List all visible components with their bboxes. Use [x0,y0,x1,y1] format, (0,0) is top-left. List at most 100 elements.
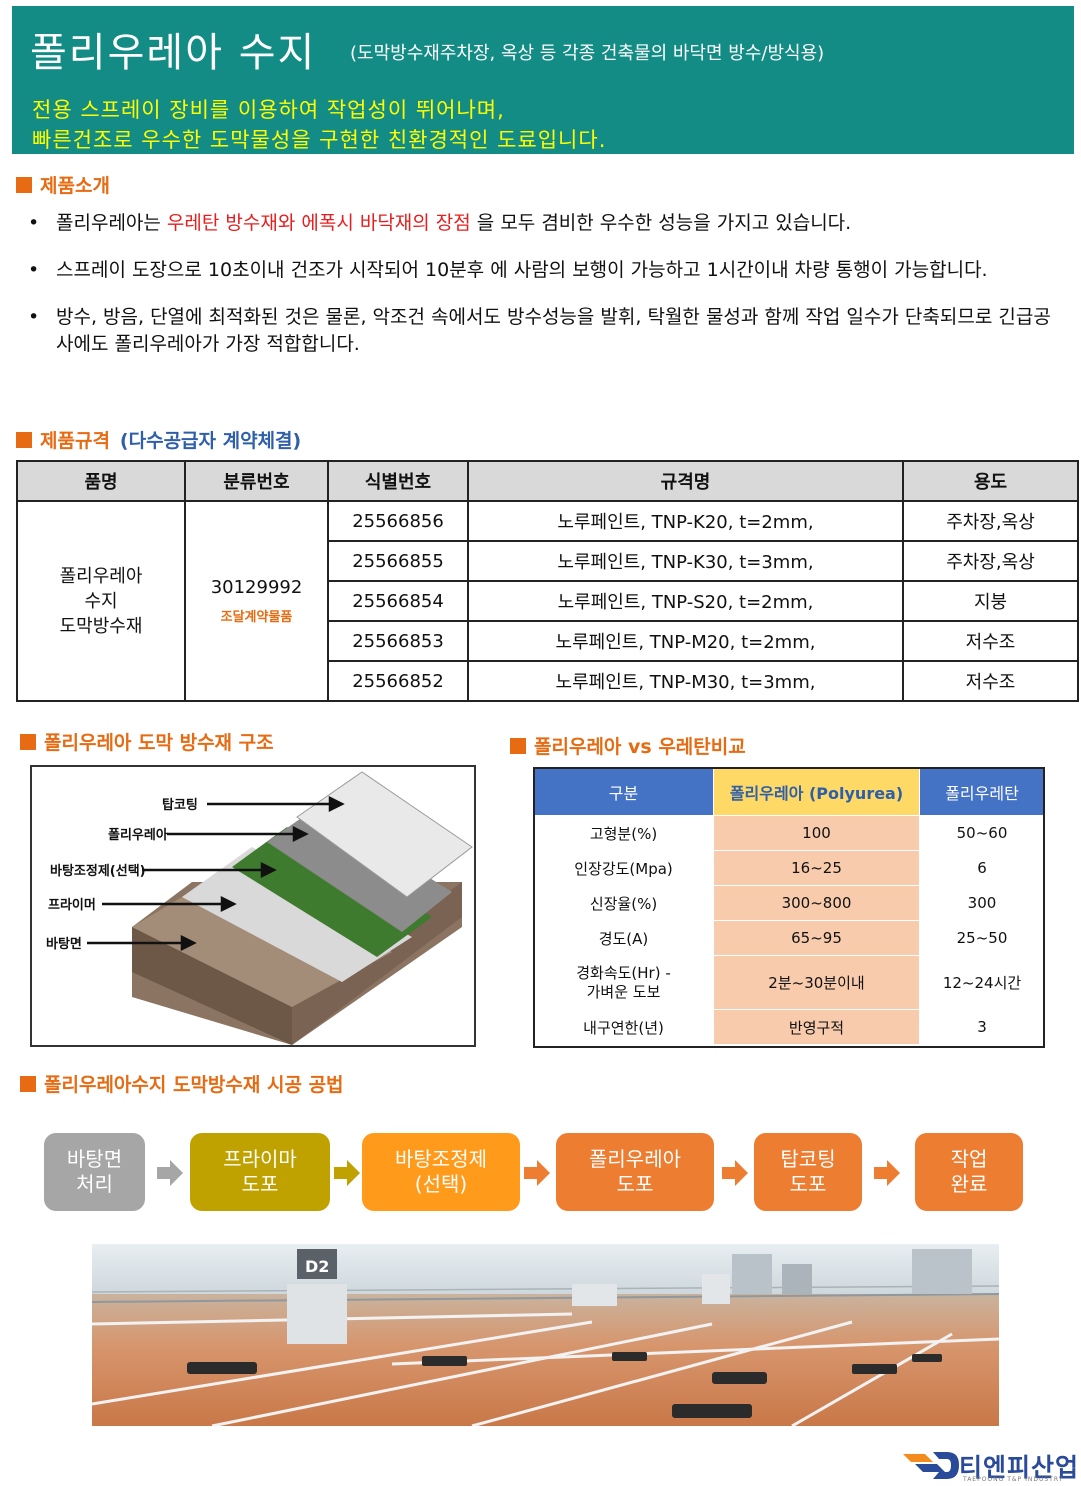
use-cell: 저수조 [902,660,1079,702]
intro-bullet-list: • 폴리우레아는 우레탄 방수재와 에폭시 바닥재의 장점 을 모두 겸비한 우… [28,210,1058,378]
column-header: 식별번호 [327,460,469,502]
layer-labels: 탑코팅 폴리우레아 바탕조정제(선택) 프라이머 바탕면 [46,797,198,952]
process-step: 프라이마 도포 [190,1133,330,1211]
compare-table: 구분 폴리우레아 (Polyurea) 폴리우레탄 고형분(%) 100 50~… [533,767,1045,1045]
bullet-text: 을 모두 겸비한 우수한 성능을 가지고 있습니다. [470,212,852,234]
spec-cell: 노루페인트, TNP-S20, t=2mm, [467,580,904,622]
process-step: 탑코팅 도포 [754,1133,862,1211]
process-step: 바탕조정제 (선택) [362,1133,520,1211]
square-bullet-icon [16,431,32,448]
step-label: 처리 [76,1172,113,1196]
layer-label: 바탕면 [46,936,82,952]
use-cell: 저수조 [902,620,1079,662]
column-header: 규격명 [467,460,904,502]
class-number-cell: 30129992 조달계약물품 [184,500,329,702]
process-step: 폴리우레아 도포 [556,1133,714,1211]
section-heading-intro: 제품소개 [16,171,110,198]
section-heading-text: 제품규격 [40,430,110,452]
spec-cell: 노루페인트, TNP-M30, t=3mm, [467,660,904,702]
label-line: 경화속도(Hr) - [576,963,671,982]
base-side [132,927,292,1045]
polyurea-cell: 65~95 [713,920,920,956]
section-heading-compare: 폴리우레아 vs 우레탄비교 [510,732,746,759]
urethane-cell: 6 [919,850,1045,886]
table-header-row: 품명 분류번호 식별번호 규격명 용도 [16,460,1079,502]
list-item: • 폴리우레아는 우레탄 방수재와 에폭시 바닥재의 장점 을 모두 겸비한 우… [28,210,1058,237]
square-bullet-icon [20,1075,36,1092]
layer-label: 폴리우레아 [108,827,168,843]
class-number: 30129992 [210,577,303,598]
process-step: 작업 완료 [915,1133,1023,1211]
bullet-text: 방수, 방음, 단열에 최적화된 것은 물론, 악조건 속에서도 방수성능을 발… [56,306,1051,355]
polyurea-cell: 100 [713,815,920,851]
layer-label: 바탕조정제(선택) [50,863,146,879]
polyurea-cell: 반영구적 [713,1009,920,1045]
urethane-cell: 300 [919,885,1045,921]
section-heading-note: (다수공급자 계약체결) [119,430,302,452]
tagline-line-1: 전용 스프레이 장비를 이용하여 작업성이 뛰어나며, [32,98,505,122]
label-cell: 경도(A) [533,920,714,956]
id-cell: 25566856 [327,500,469,542]
arrow-right-icon [722,1160,748,1186]
use-cell: 지붕 [902,580,1079,622]
table-row: 경도(A) 65~95 25~50 [533,920,1045,956]
square-bullet-icon [16,176,32,193]
section-heading-text: 폴리우레아수지 도막방수재 시공 공법 [44,1074,344,1096]
product-name-line: 폴리우레아 [59,565,143,587]
polyurea-cell: 2분~30분이내 [713,955,920,1010]
layer-diagram-svg: 탑코팅 폴리우레아 바탕조정제(선택) 프라이머 바탕면 [46,771,473,1045]
step-label: 탑코팅 [780,1147,836,1171]
table-row: 폴리우레아 수지 도막방수재 30129992 조달계약물품 25566856 … [16,500,1079,702]
list-item: • 스프레이 도장으로 10초이내 건조가 시작되어 10분후 에 사람의 보행… [28,257,1058,284]
step-label: 바탕조정제 [395,1147,487,1171]
bullet-text: 폴리우레아는 [56,212,167,234]
highlight-text: 우레탄 방수재와 에폭시 바닥재의 장점 [166,212,471,234]
step-label: (선택) [414,1172,468,1196]
label-line: 가벼운 도보 [586,982,661,1001]
label-cell: 내구연한(년) [533,1009,714,1045]
bullet-icon: • [28,259,40,281]
layer-label: 프라이머 [48,897,96,913]
polyurea-cell: 300~800 [713,885,920,921]
label-cell: 신장율(%) [533,885,714,921]
table-row: 인장강도(Mpa) 16~25 6 [533,850,1045,886]
table-row: 25566852 노루페인트, TNP-M30, t=3mm, 저수조 [17,660,1079,702]
step-label: 바탕면 [66,1147,123,1171]
primer-layer [182,847,412,982]
id-cell: 25566854 [327,580,469,622]
table-row: 경화속도(Hr) - 가벼운 도보 2분~30분이내 12~24시간 [533,955,1045,1010]
parking-deck-photo: D2 [92,1244,999,1426]
leader-lines [87,795,345,952]
polyurea-cell: 16~25 [713,850,920,886]
section-heading-text: 제품소개 [40,175,110,197]
label-cell: 고형분(%) [533,815,714,851]
label-cell: 경화속도(Hr) - 가벼운 도보 [533,955,714,1010]
table-row: 25566855 노루페인트, TNP-K30, t=3mm, 주차장,옥상 [17,540,1079,582]
column-header: 폴리우레아 (Polyurea) [713,767,920,816]
spec-cell: 노루페인트, TNP-K30, t=3mm, [467,540,904,582]
company-name: 티엔피산업 [959,1453,1080,1482]
product-name-cell: 폴리우레아 수지 도막방수재 [16,500,186,702]
bullet-icon: • [28,306,40,328]
square-bullet-icon [20,733,36,750]
urethane-cell: 25~50 [919,920,1045,956]
section-heading-process: 폴리우레아수지 도막방수재 시공 공법 [20,1070,344,1097]
urethane-cell: 3 [919,1009,1045,1045]
bullet-icon: • [28,212,40,234]
company-logo-icon [903,1452,959,1479]
arrow-right-icon [524,1160,550,1186]
step-label: 도포 [789,1172,827,1196]
photo-illustration: D2 [92,1244,999,1426]
use-cell: 주차장,옥상 [902,500,1079,542]
polyurea-layer [267,807,452,932]
column-header: 용도 [902,460,1079,502]
id-cell: 25566853 [327,620,469,662]
table-row: 신장율(%) 300~800 300 [533,885,1045,921]
arrow-right-icon [874,1160,900,1186]
urethane-cell: 50~60 [919,815,1045,851]
process-step: 바탕면 처리 [44,1133,145,1211]
arrow-right-icon [157,1160,183,1186]
header-banner: 폴리우레아 수지 (도막방수재주차장, 옥상 등 각종 건축물의 바닥면 방수/… [12,6,1074,154]
table-row: 고형분(%) 100 50~60 [533,815,1045,851]
product-name-line: 도막방수재 [59,615,143,637]
